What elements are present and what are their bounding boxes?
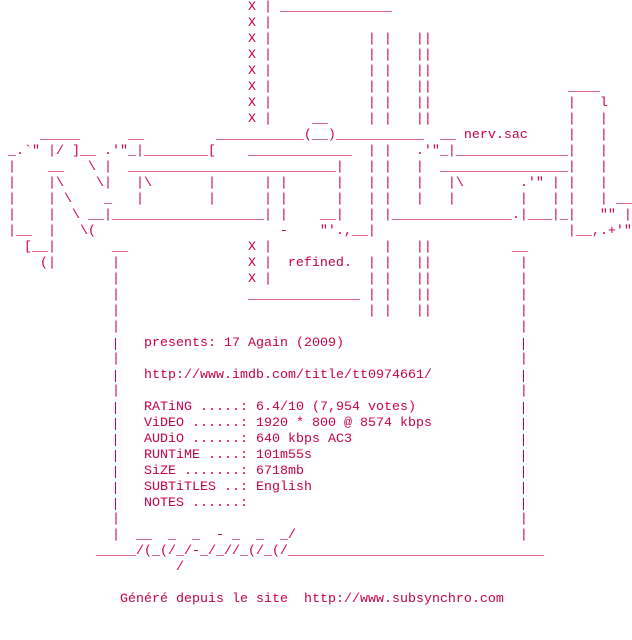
blank-line (0, 576, 632, 592)
art-line-group-name: _____ __ ___________(__)___________ __ n… (0, 128, 608, 143)
art-line: | |\ \| |\ | | | | | | | |\ .'" | | | (0, 176, 608, 191)
art-line: _.`" |/ ]__ .'"_|________[ _____________… (0, 144, 608, 159)
field-value: English (256, 480, 312, 495)
imdb-link[interactable]: http://www.imdb.com/title/tt0974661/ (144, 368, 432, 383)
box-border-right (523, 418, 524, 430)
imdb-row: http://www.imdb.com/title/tt0974661/ (0, 368, 632, 384)
field-value: 6718mb (256, 464, 304, 479)
art-line: | | \ __|___________________| | __| | |_… (0, 208, 632, 223)
art-line: X | __ | | || | | (0, 112, 608, 127)
art-line: X | | | || | l (0, 96, 608, 111)
art-line: | __ \ | __________________________| | |… (0, 160, 608, 175)
box-border-left (115, 370, 116, 382)
field-audio: AUDiO ......: 640 kbps AC3 (0, 432, 632, 448)
box-border-right (523, 498, 524, 510)
art-line: X | | | || (0, 32, 432, 47)
field-label: NOTES ......: (144, 496, 248, 511)
box-line: | | (0, 352, 528, 367)
box-border-left (115, 482, 116, 494)
art-line-tagline: (| | X | refined. | | || | (0, 256, 528, 271)
box-border-right (523, 370, 524, 382)
art-line-logo: _____/(_(/_/-_/_//_(/_(/________________… (0, 544, 544, 559)
box-border-left (115, 418, 116, 430)
box-border-right (523, 450, 524, 462)
field-subtitles: SUBTiTLES ..: English (0, 480, 632, 496)
field-value: 1920 * 800 @ 8574 kbps (256, 416, 432, 431)
box-border-left (115, 338, 116, 350)
art-line: X | | | || (0, 48, 432, 63)
art-line: | | | || | (0, 304, 528, 319)
box-border-left (115, 450, 116, 462)
art-line: |__ | \( - "'.,__| |__,.+'" (0, 224, 632, 239)
box-border-right (523, 402, 524, 414)
field-size: SiZE .......: 6718mb (0, 464, 632, 480)
presents-row: presents: 17 Again (2009) (0, 336, 632, 352)
box-border-right (523, 338, 524, 350)
field-label: SiZE .......: (144, 464, 248, 479)
field-value: 640 kbps AC3 (256, 432, 352, 447)
field-label: SUBTiTLES ..: (144, 480, 248, 495)
box-border-right (523, 482, 524, 494)
field-value: 101m55s (256, 448, 312, 463)
field-label: RUNTiME ....: (144, 448, 248, 463)
box-border-left (115, 434, 116, 446)
art-line: X | | | || ____ (0, 80, 600, 95)
footer-text: Généré depuis le site (120, 592, 304, 607)
box-border-left (115, 498, 116, 510)
field-label: ViDEO ......: (144, 416, 248, 431)
art-line-logo: / (0, 560, 184, 575)
field-label: AUDiO ......: (144, 432, 248, 447)
field-rating: RATiNG .....: 6.4/10 (7,954 votes) (0, 400, 632, 416)
release-title: presents: 17 Again (2009) (144, 336, 344, 351)
box-border-left (115, 466, 116, 478)
field-value: 6.4/10 (7,954 votes) (256, 400, 416, 415)
box-border-left (115, 402, 116, 414)
box-line: | | (0, 320, 528, 335)
art-line: [__| __ X | | || __ (0, 240, 528, 255)
nfo-document: X | ______________ X | X | | | || X | | … (0, 0, 632, 608)
art-line: | | \ _ | | | | | | | | | | | | | __ (0, 192, 632, 207)
art-line-logo: | __ _ _ - _ _ _/ | (0, 528, 528, 543)
footer-link[interactable]: http://www.subsynchro.com (303, 592, 504, 607)
footer-text-wrap: Généré depuis le site http://www.subsync… (120, 592, 504, 608)
art-line: | ______________ | | || | (0, 288, 528, 303)
art-line: X | | | || (0, 64, 432, 79)
footer: Généré depuis le site http://www.subsync… (0, 592, 632, 608)
art-line: X | ______________ (0, 0, 392, 15)
field-label: RATiNG .....: (144, 400, 248, 415)
box-line: | | (0, 384, 528, 399)
field-notes: NOTES ......: (0, 496, 632, 512)
box-line: | | (0, 512, 528, 527)
field-video: ViDEO ......: 1920 * 800 @ 8574 kbps (0, 416, 632, 432)
box-border-right (523, 434, 524, 446)
box-border-right (523, 466, 524, 478)
art-line: X | (0, 16, 272, 31)
art-line: | X | | | || | (0, 272, 528, 287)
field-runtime: RUNTiME ....: 101m55s (0, 448, 632, 464)
